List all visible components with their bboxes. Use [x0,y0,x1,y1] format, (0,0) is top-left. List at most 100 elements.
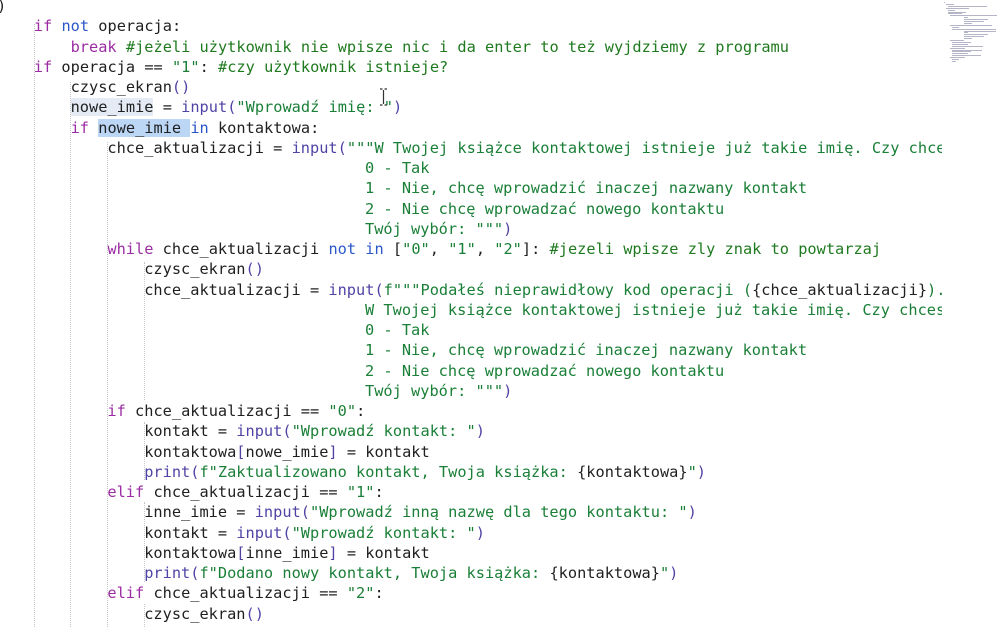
code-token: 0 - Tak [365,321,430,339]
minimap-line [952,26,959,28]
code-line[interactable]: 0 - Tak [365,158,429,178]
code-token: f"Dodano nowy kontakt, Twoja książka: [199,564,550,582]
code-token: 2 - Nie chcę wprowadzać nowego kontaktu [365,361,725,380]
code-line[interactable]: 2 - Nie chcę wprowadzać nowego kontaktu [365,199,724,219]
minimap-line [964,32,968,34]
minimap-line [952,53,968,55]
minimap-line [950,47,965,49]
code-line[interactable]: elif chce_aktualizacji == "1": [107,482,383,502]
minimap-line [952,49,982,51]
code-token: czysc_ekran [144,260,246,279]
code-token: W Twojej książce kontaktowej istnieje ju… [365,300,942,319]
code-token: {chce_aktualizacji} [752,280,928,299]
code-line[interactable]: 1 - Nie, chcę wprowadzić inaczej nazwany… [365,178,807,198]
minimap-line [950,57,965,59]
indent-guide [34,24,35,627]
code-token: "Wprowadź inną nazwę dla tego kontaktu: … [309,503,688,522]
minimap-line [964,36,984,38]
code-line[interactable]: ) [0,0,6,16]
code-token: () [245,260,264,279]
code-token: kontaktowa [144,543,237,562]
code-token: #jezeli wpisze zly znak to powtarzaj [549,240,882,258]
code-token: = [153,98,182,117]
minimap-line [964,17,968,19]
code-line[interactable]: kontaktowa[nowe_imie] = kontakt [144,442,430,462]
minimap-line [948,5,987,7]
code-line[interactable]: 2 - Nie chcę wprowadzać nowego kontaktu [365,361,724,381]
code-line[interactable]: print(f"Dodano nowy kontakt, Twoja książ… [144,563,678,583]
code-line[interactable]: kontaktowa[inne_imie] = kontakt [144,543,430,563]
minimap[interactable] [944,0,1002,70]
code-token: " [687,462,697,481]
code-line[interactable]: W Twojej książce kontaktowej istnieje ju… [365,300,942,320]
code-token: " [659,564,670,582]
code-line[interactable]: czysc_ekran() [71,77,191,97]
code-token: "1" [171,57,200,76]
code-token: ( [300,503,310,522]
code-line[interactable]: 0 - Tak [365,320,429,340]
code-token: kontaktowa [144,442,237,461]
code-line[interactable]: czysc_ekran() [144,259,264,279]
code-line[interactable]: while chce_aktualizacji not in ["0", "1"… [107,239,881,259]
code-token: ( [374,280,384,299]
code-line[interactable]: chce_aktualizacji = input("""W Twojej ks… [107,138,942,158]
code-token: if [33,57,53,76]
code-token: in [190,118,209,137]
code-token: 1 - Nie, chcę wprowadzić inaczej nazwany… [365,341,808,360]
code-line[interactable]: kontakt = input("Wprowadź kontakt: ") [144,523,485,543]
code-token: "2" [346,584,375,603]
code-token: while [107,240,154,258]
code-line[interactable]: break #jeżeli użytkownik nie wpisze nic … [71,37,789,57]
code-token: #jeżeli użytkownik nie wpisze nic i da e… [125,37,789,56]
code-token: 1 - Nie, chcę wprowadzić inaczej nazwany… [365,179,808,198]
code-line[interactable]: print(f"Zaktualizowano kontakt, Twoja ks… [144,462,706,482]
code-token: not [61,17,90,36]
code-token [356,240,365,258]
code-token: chce_aktualizacji = [107,138,292,157]
code-token: input [181,98,228,117]
code-token: break [70,37,117,56]
code-token: ( [227,98,237,117]
code-line[interactable]: Twój wybór: """) [365,381,512,401]
code-line[interactable]: Twój wybór: """) [365,219,512,239]
code-line[interactable]: if not operacja: [34,16,181,36]
code-token: ). [927,280,942,299]
code-token: "2" [494,240,522,258]
code-editor[interactable]: ) if not operacja:break #jeżeli użytkowni… [0,0,942,627]
code-token: in [365,240,384,258]
code-line[interactable]: kontakt = input("Wprowadź kontakt: ") [144,421,485,441]
indent-guide [144,262,145,400]
code-token: nowe_imie [245,442,329,461]
code-line[interactable]: elif chce_aktualizacji == "2": [107,583,383,603]
code-line[interactable]: if operacja == "1": #czy użytkownik istn… [34,57,448,77]
code-token: () [245,604,264,623]
code-line[interactable]: czysc_ekran() [144,604,264,624]
indent-guide [144,502,145,582]
code-token: chce_aktualizacji == [144,584,347,603]
minimap-line [964,30,996,32]
code-token: "Wprowadź kontakt: " [291,422,476,441]
indent-guide [70,82,71,627]
code-token: if [107,402,126,420]
code-token: , [429,240,449,258]
code-token: {kontaktowa} [549,564,660,582]
minimap-line [944,2,945,3]
code-line[interactable]: chce_aktualizacji = input(f"""Podałeś ni… [144,280,942,300]
code-token: input [291,138,338,157]
code-line[interactable]: nowe_imie = input("Wprowadź imię: ") [70,97,403,117]
code-token: chce_aktualizacji = [144,280,329,299]
minimap-line [964,22,972,24]
minimap-line [952,41,971,43]
code-token: inne_imie = [144,503,255,522]
code-token: kontakt = [144,523,237,542]
code-line[interactable]: if nowe_imie in kontaktowa: [71,118,319,138]
code-token: not [328,240,357,258]
code-token: ] [328,442,338,461]
code-token: "1" [448,240,476,258]
code-token: {kontaktowa} [577,462,688,481]
code-line[interactable]: if chce_aktualizacji == "0": [107,401,365,421]
code-line[interactable]: 1 - Nie, chcę wprowadzić inaczej nazwany… [365,340,807,360]
code-line[interactable]: inne_imie = input("Wprowadź inną nazwę d… [144,502,697,522]
code-token: ) [392,98,403,117]
code-line[interactable]: operacja [144,624,218,627]
